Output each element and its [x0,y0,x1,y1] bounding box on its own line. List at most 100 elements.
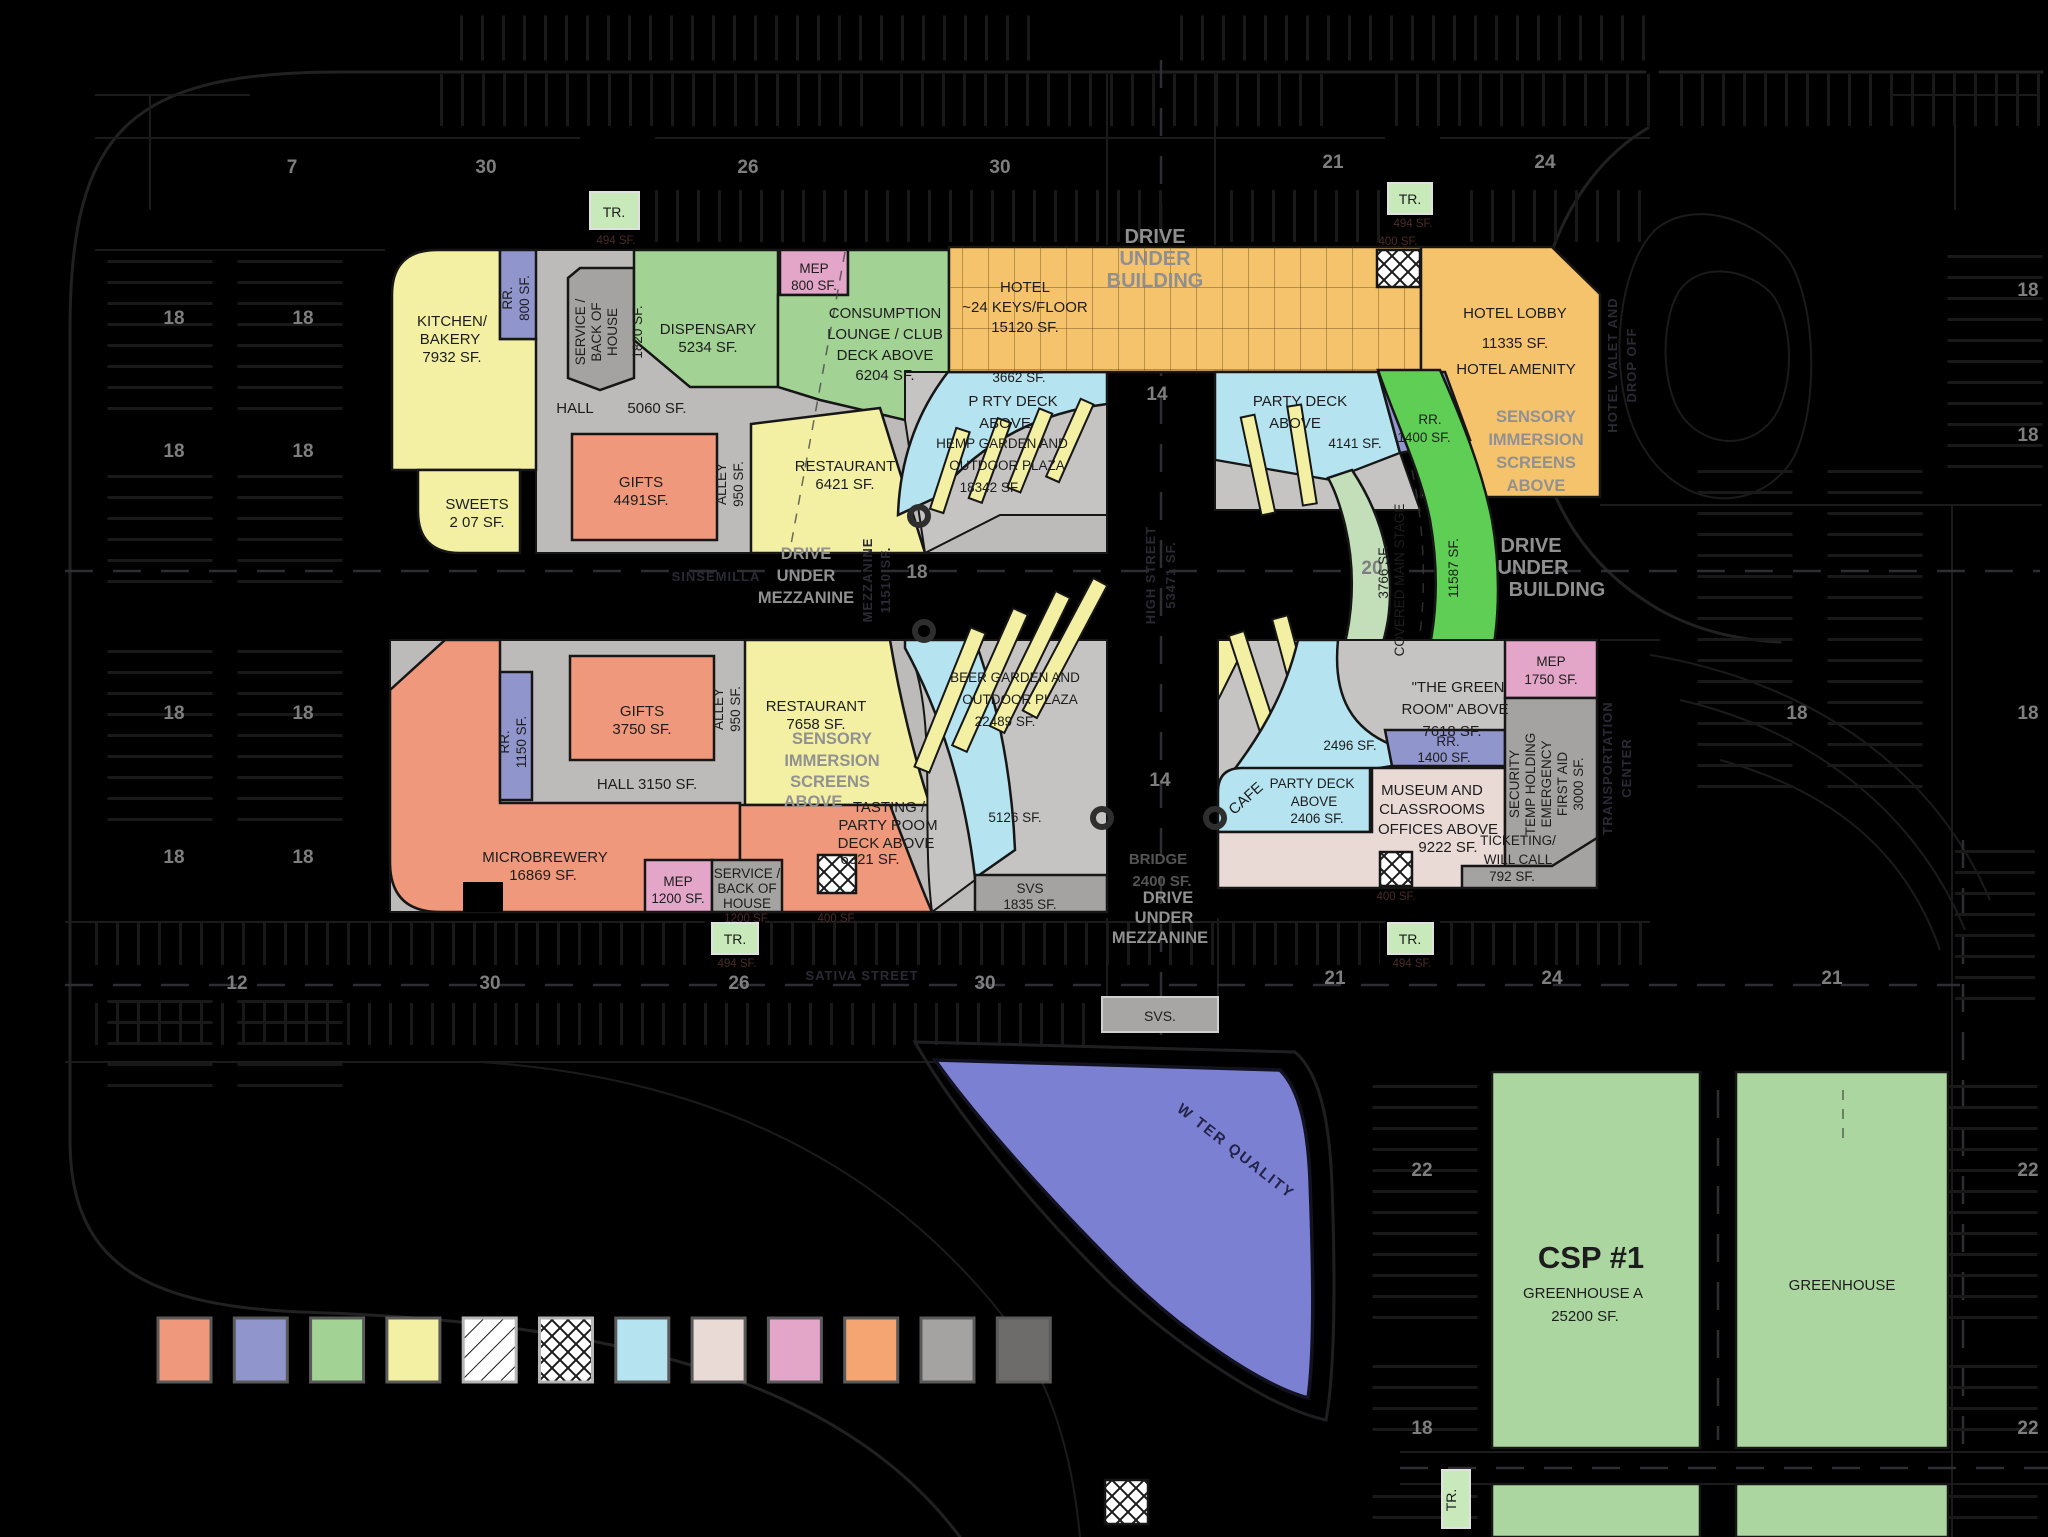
room-label-mep: MEP [799,261,828,276]
room-label-alley: ALLEY [714,463,729,505]
drive-under-building: BUILDING [1107,270,1204,292]
parking-count: 18 [292,703,313,724]
area-label: 22489 SF. [975,714,1036,729]
room-label-hotel-amenity: HOTEL AMENITY [1456,361,1575,378]
drive-under-mezzanine: DRIVE [1143,889,1193,907]
greenhouse-partial [1734,1482,1950,1537]
room-label-service: SERVICE / [573,298,588,365]
area-label: 4491SF. [613,492,668,509]
room-label-restroom: RR. [500,286,515,309]
parking-count: 26 [737,157,758,178]
room-label-party-deck: P RTY DECK [968,393,1057,410]
room-label-hall: HALL [556,400,594,417]
room-label-ticketing: TICKETING/ [1480,833,1556,848]
parking-count: 18 [163,703,184,724]
area-label: 1400 SF. [1417,750,1470,765]
room-service-boh-2 [710,858,784,914]
greenhouses [1490,1070,1950,1537]
area-label: 18342 SF. [960,480,1021,495]
svs-box-label: SVS. [1144,1008,1176,1024]
room-label-tasting: TASTING / [853,799,926,816]
room-label-security: EMERGENCY [1539,740,1554,827]
room-sweets [416,468,522,555]
area-label: 1150 SF. [514,716,529,768]
area-label: 7618 SF. [1422,723,1481,740]
room-label-hemp-garden: HEMP GARDEN AND [936,436,1068,451]
svs-box [1101,996,1219,1033]
tr-box [589,191,640,230]
room-label-security: SECURITY [1507,750,1522,818]
parking-count: 18 [292,441,313,462]
room-label-kitchen: BAKERY [420,331,481,348]
column-markers [907,504,1227,830]
room-label-beer-garden: OUTDOOR PLAZA [962,692,1078,707]
room-label-svs: SVS [1016,881,1043,896]
transportation-center-label: CENTER [1619,738,1634,797]
area-label: 3766 SF. [1376,545,1391,598]
room-label-tasting: DECK ABOVE [838,835,935,852]
area-label: 5060 SF. [627,400,686,417]
sensory-screens-label: SENSORY [792,730,872,748]
area-label: 400 SF. [818,913,857,925]
room-label-restroom: RR. [1418,412,1441,427]
tr-box [1441,1469,1471,1529]
parking-count: 26 [728,973,749,994]
legend-swatch [919,1316,976,1384]
area-label: 2496 SF. [1323,738,1376,753]
legend-swatch [614,1316,671,1384]
greenhouse-csp1 [1490,1070,1702,1450]
room-label-service: HOUSE [723,896,771,911]
parking-count: 18 [1411,1418,1432,1439]
room-label-mep: MEP [1536,654,1565,669]
room-label-alley: ALLEY [711,688,726,730]
drive-under-mezzanine: DRIVE [781,545,831,563]
legend-swatch [156,1316,213,1384]
bridge-label: BRIDGE [1129,851,1187,868]
sensory-screens-label: SCREENS [1496,454,1576,472]
area-label: 1750 SF. [1524,672,1577,687]
sensory-screens-label: IMMERSION [1488,431,1583,449]
greenhouse-label: GREENHOUSE A [1523,1285,1643,1302]
greenhouse-b [1734,1070,1950,1450]
road-network [65,15,2048,1537]
room-label-security: TEMP HOLDING [1523,733,1538,836]
area-label: 5126 SF. [988,810,1041,825]
street-name: HIGH STREET [1143,526,1158,624]
parking-count: 21 [1821,968,1843,989]
room-restroom-3 [498,670,534,802]
trash-room-label: TR. [1443,1489,1459,1512]
room-gifts-2 [568,654,716,762]
parking-count: 18 [2017,425,2038,446]
parking-count: 18 [2017,703,2038,724]
area-label: 1835 SF. [1003,897,1056,912]
street-name: SINSEMILLA [672,569,761,584]
area-label: 7658 SF. [786,716,845,733]
building-notch [463,882,503,912]
area-label: 6421 SF. [815,476,874,493]
room-mep-2 [643,858,714,914]
area-label: 950 SF. [728,686,743,732]
room-label-kitchen: KITCHEN/ [417,313,488,330]
area-label: 2400 SF. [1132,873,1191,890]
drive-under-building: BUILDING [1509,579,1606,601]
building-lower-left [388,576,1109,914]
area-label: 11510 SF. [878,547,893,614]
room-label-consumption-lounge: CONSUMPTION [829,305,942,322]
room-label-service: HOUSE [605,308,620,356]
area-label: 950 SF. [731,461,746,507]
room-label-microbrewery: MICROBREWERY [482,849,608,866]
service-boxes [589,182,1471,1529]
room-security [1503,696,1599,868]
room-restroom [498,248,538,341]
room-svs [973,873,1109,914]
room-label-hemp-garden: OUTDOOR PLAZA [949,458,1065,473]
room-label-ticketing: WILL CALL [1484,852,1553,867]
room-label-mep: MEP [663,874,692,889]
parking-count: 18 [2017,280,2038,301]
street-width: 14 [1146,384,1168,405]
room-label-consumption-lounge: DECK ABOVE [837,347,934,364]
parking-count: 18 [1786,703,1807,724]
greenhouse-label: GREENHOUSE [1789,1277,1896,1294]
